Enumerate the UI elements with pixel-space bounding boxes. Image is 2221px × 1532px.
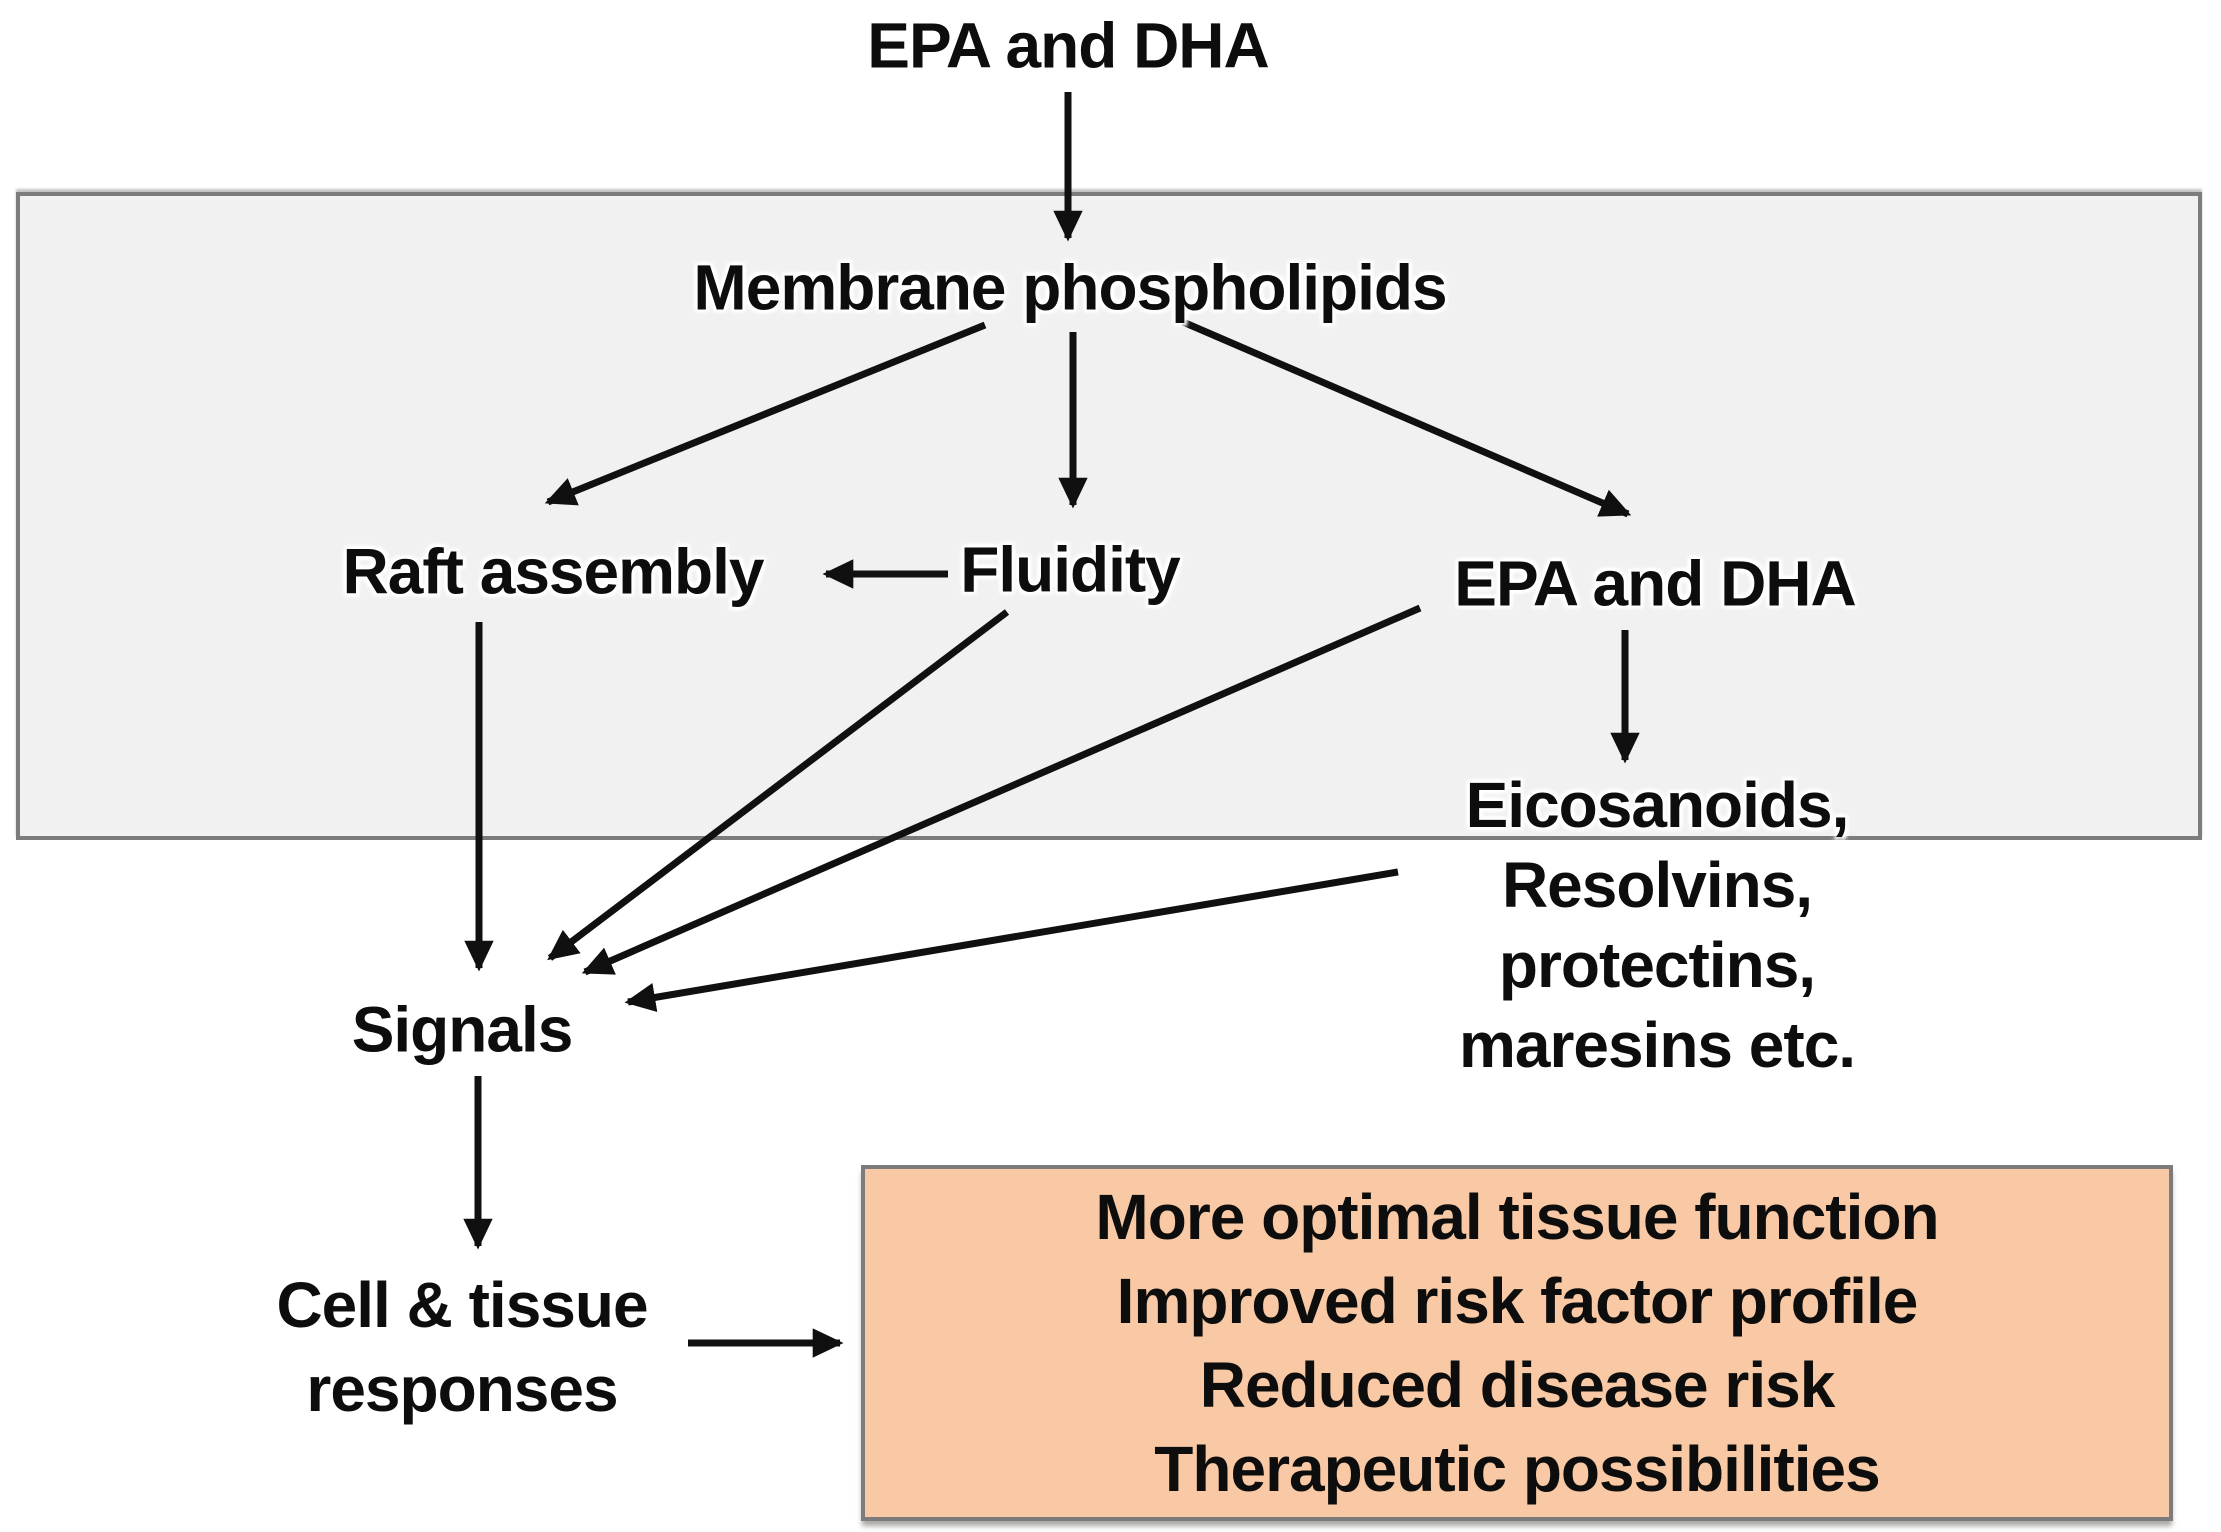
node-mediators: Eicosanoids, Resolvins, protectins, mare… (1458, 765, 1856, 1085)
outcomes-box: More optimal tissue function Improved ri… (861, 1165, 2173, 1521)
node-fluidity: Fluidity (960, 533, 1181, 606)
cell-tissue-line: responses (306, 1353, 618, 1425)
node-raft-assembly: Raft assembly (342, 535, 765, 608)
outcomes-line: More optimal tissue function (1095, 1181, 1939, 1253)
node-epa-dha-top: EPA and DHA (867, 9, 1269, 82)
arrow-membrane-to-raft (544, 321, 987, 506)
outcomes-line: Therapeutic possibilities (1154, 1433, 1880, 1505)
node-membrane-phospholipids: Membrane phospholipids (693, 251, 1447, 324)
mediators-line: Eicosanoids, (1465, 769, 1850, 841)
mediators-line: protectins, (1498, 929, 1816, 1001)
node-cell-tissue-responses: Cell & tissue responses (276, 1263, 648, 1431)
mediators-line: maresins etc. (1458, 1009, 1856, 1081)
mediators-line: Resolvins, (1501, 849, 1813, 921)
arrow-epa-dha-to-signals (581, 604, 1422, 976)
arrow-mediators-to-signals (624, 868, 1399, 1012)
cell-tissue-line: Cell & tissue (276, 1269, 648, 1341)
membrane-band (16, 192, 2202, 840)
outcomes-line: Reduced disease risk (1199, 1349, 1836, 1421)
arrow-fluidity-to-signals (547, 609, 1010, 961)
node-signals: Signals (351, 993, 574, 1066)
node-epa-dha-membrane: EPA and DHA (1454, 547, 1856, 620)
outcomes-line: Improved risk factor profile (1116, 1265, 1919, 1337)
arrow-membrane-to-epa-dha (1181, 318, 1632, 518)
